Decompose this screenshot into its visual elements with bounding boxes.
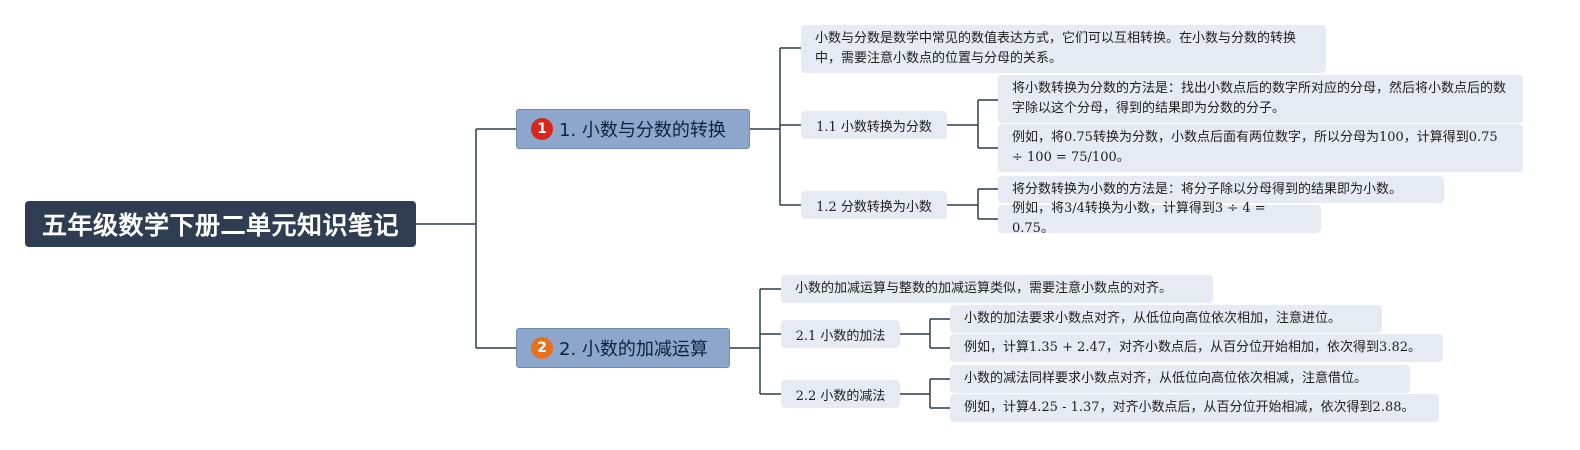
branch-1-note[interactable]: 小数与分数是数学中常见的数值表达方式，它们可以互相转换。在小数与分数的转换中，需…	[801, 25, 1326, 73]
branch-2-note[interactable]: 小数的加减运算与整数的加减运算类似，需要注意小数点的对齐。	[781, 275, 1213, 303]
sub-1-1-item-2[interactable]: 例如，将0.75转换为分数，小数点后面有两位数字，所以分母为100，计算得到0.…	[998, 124, 1523, 172]
sub-2-1-item-1[interactable]: 小数的加法要求小数点对齐，从低位向高位依次相加，注意进位。	[950, 305, 1382, 333]
sub-1-1-title: 1.1 小数转换为分数	[816, 119, 932, 135]
sub-2-2-item-2[interactable]: 例如，计算4.25 - 1.37，对齐小数点后，从百分位开始相减，依次得到2.8…	[950, 394, 1439, 422]
priority-2-icon: 2	[531, 337, 553, 359]
sub-2-2-topic[interactable]: 2.2 小数的减法	[781, 380, 900, 408]
sub-1-1-item-1[interactable]: 将小数转换为分数的方法是：找出小数点后的数字所对应的分母，然后将小数点后的数字除…	[998, 75, 1523, 123]
sub-2-1-item-2-text: 例如，计算1.35 + 2.47，对齐小数点后，从百分位开始相加，依次得到3.8…	[964, 340, 1421, 355]
branch-2-note-text: 小数的加减运算与整数的加减运算类似，需要注意小数点的对齐。	[795, 281, 1173, 296]
branch-1-note-text: 小数与分数是数学中常见的数值表达方式，它们可以互相转换。在小数与分数的转换中，需…	[815, 31, 1297, 66]
sub-1-2-item-1[interactable]: 将分数转换为小数的方法是：将分子除以分母得到的结果即为小数。	[998, 176, 1444, 203]
sub-2-2-title: 2.2 小数的减法	[795, 388, 886, 404]
root-title: 五年级数学下册二单元知识笔记	[41, 211, 399, 240]
sub-1-2-title: 1.2 分数转换为小数	[816, 199, 932, 215]
sub-2-1-item-2[interactable]: 例如，计算1.35 + 2.47，对齐小数点后，从百分位开始相加，依次得到3.8…	[950, 334, 1443, 362]
sub-2-1-title: 2.1 小数的加法	[795, 328, 886, 344]
branch-1-topic[interactable]: 1 1. 小数与分数的转换	[516, 109, 750, 149]
branch-2-topic[interactable]: 2 2. 小数的加减运算	[516, 328, 730, 368]
sub-2-1-topic[interactable]: 2.1 小数的加法	[781, 320, 900, 348]
sub-1-2-item-1-text: 将分数转换为小数的方法是：将分子除以分母得到的结果即为小数。	[1012, 181, 1403, 197]
sub-1-2-item-2[interactable]: 例如，将3/4转换为小数，计算得到3 ÷ 4 = 0.75。	[998, 201, 1321, 236]
sub-2-1-item-1-text: 小数的加法要求小数点对齐，从低位向高位依次相加，注意进位。	[964, 311, 1342, 326]
branch-1-title: 1. 小数与分数的转换	[559, 120, 726, 141]
sub-1-1-item-1-text: 将小数转换为分数的方法是：找出小数点后的数字所对应的分母，然后将小数点后的数字除…	[1012, 81, 1507, 116]
branch-2-title: 2. 小数的加减运算	[559, 339, 708, 360]
priority-1-icon: 1	[531, 118, 553, 140]
sub-1-2-topic[interactable]: 1.2 分数转换为小数	[801, 191, 947, 219]
sub-2-2-item-2-text: 例如，计算4.25 - 1.37，对齐小数点后，从百分位开始相减，依次得到2.8…	[964, 400, 1415, 415]
sub-2-2-item-1[interactable]: 小数的减法同样要求小数点对齐，从低位向高位依次相减，注意借位。	[950, 365, 1410, 393]
sub-1-1-topic[interactable]: 1.1 小数转换为分数	[801, 111, 947, 139]
sub-2-2-item-1-text: 小数的减法同样要求小数点对齐，从低位向高位依次相减，注意借位。	[964, 371, 1368, 386]
root-topic[interactable]: 五年级数学下册二单元知识笔记	[25, 201, 416, 247]
sub-1-2-item-2-text: 例如，将3/4转换为小数，计算得到3 ÷ 4 = 0.75。	[1012, 201, 1266, 236]
sub-1-1-item-2-text: 例如，将0.75转换为分数，小数点后面有两位数字，所以分母为100，计算得到0.…	[1012, 130, 1498, 165]
